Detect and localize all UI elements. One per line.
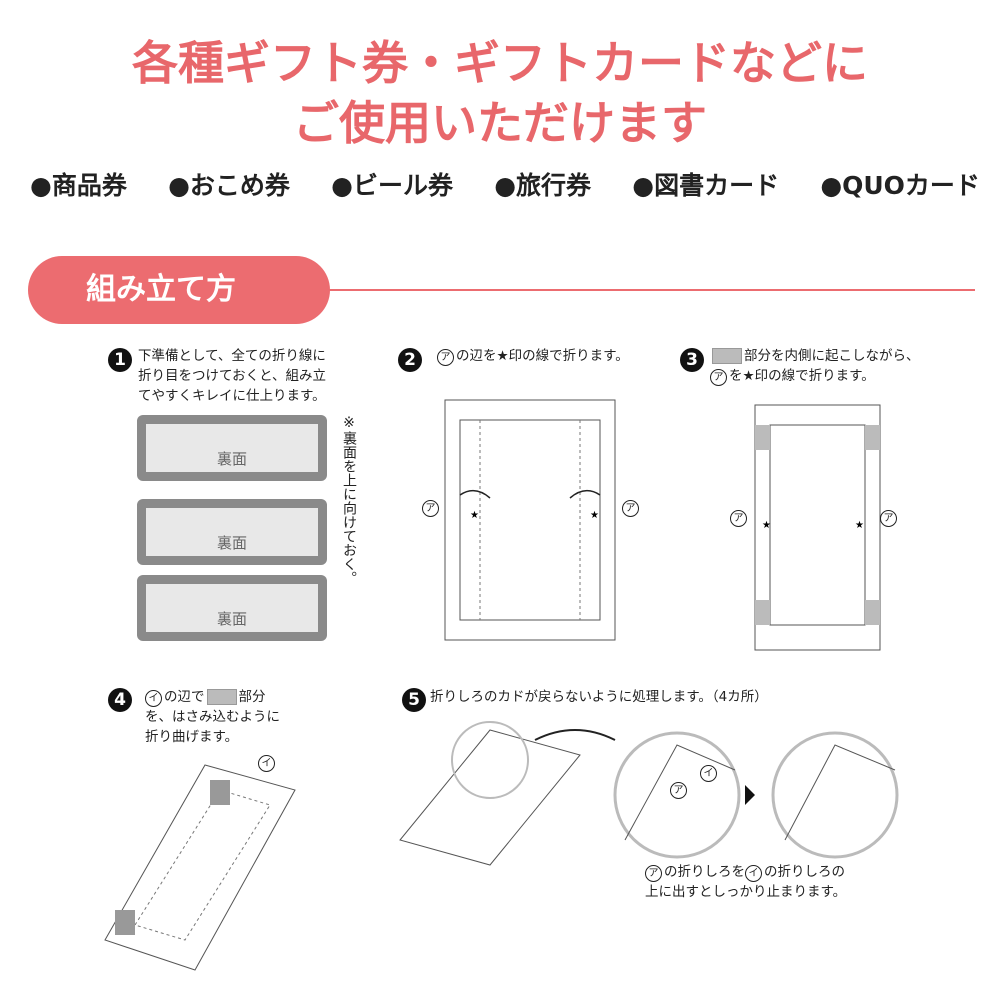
card-item: ●図書カード (632, 171, 780, 200)
step-3-text-a: 部分を内側に起こしながら、 (744, 348, 920, 364)
step-number-4: 4 (108, 688, 132, 712)
card-item: ●おこめ券 (168, 171, 290, 200)
gray-area-swatch (206, 689, 237, 705)
step-5-caption: アの折りしろをイの折りしろの 上に出すとしっかり止まります。 (645, 862, 846, 902)
gray-area-swatch (712, 348, 742, 364)
step-1-panel-b: 裏面 (137, 499, 327, 565)
step-2-text-body: の辺を★印の線で折ります。 (456, 348, 629, 364)
mark-i: イ (258, 755, 275, 772)
svg-text:★: ★ (762, 520, 771, 531)
mark-a: ア (670, 782, 687, 799)
step-1-text: 下準備として、全ての折り線に 折り目をつけておくと、組み立 てやすくキレイに仕上… (138, 348, 327, 404)
section-divider (320, 289, 975, 291)
mark-a: ア (880, 510, 897, 527)
mark-a: ア (422, 500, 439, 517)
caption-text-b: の折りしろの 上に出すとしっかり止まります。 (645, 864, 847, 900)
step-number-3: 3 (680, 348, 704, 372)
step-4-text-a: の辺で (164, 689, 205, 705)
step-number-2: 2 (398, 348, 422, 372)
headline-line2: ご使用いただけます (293, 96, 707, 150)
mark-a: ア (730, 510, 747, 527)
step-2-diagram: ★★ (444, 399, 616, 641)
mark-a: ア (437, 349, 454, 366)
panel-label: 裏面 (216, 534, 247, 552)
step-2-text: アの辺を★印の線で折ります。 (437, 346, 629, 366)
step-number-5: 5 (402, 688, 426, 712)
svg-text:★: ★ (855, 520, 864, 531)
step-3-text: 部分を内側に起こしながら、アを★印の線で折ります。 (710, 346, 920, 386)
card-item: ●商品券 (30, 171, 127, 200)
step-4-text-b: 部分 を、はさみ込むように 折り曲げます。 (145, 689, 280, 745)
panel-label: 裏面 (216, 450, 247, 468)
mark-i: イ (145, 690, 162, 707)
mark-a: ア (645, 865, 662, 882)
step-5-diagram (399, 721, 899, 866)
step-number-1: 1 (108, 348, 132, 372)
step-3-diagram: ★★ (754, 404, 881, 651)
caption-text-a: の折りしろを (664, 864, 745, 880)
card-item: ●旅行券 (494, 171, 592, 200)
step-4-text: イの辺で部分 を、はさみ込むように 折り曲げます。 (145, 687, 305, 747)
section-title: 組み立て方 (28, 256, 330, 324)
step-4-diagram (104, 764, 296, 971)
mark-a: ア (710, 369, 727, 386)
headline-line1: 各種ギフト券・ギフトカードなどに (132, 36, 868, 90)
svg-text:★: ★ (590, 510, 599, 521)
step-1-note: ※裏面を上に向けておく。 (341, 415, 357, 585)
mark-i: イ (700, 765, 717, 782)
mark-a: ア (622, 500, 639, 517)
step-1-panel-a: 裏面 (137, 415, 327, 481)
step-5-text: 折りしろのカドが戻らないように処理します。（4カ所） (430, 689, 768, 705)
card-item: ●QUOカード (820, 171, 980, 200)
card-list: ●商品券 ●おこめ券 ●ビール券 ●旅行券 ●図書カード ●QUOカード (30, 166, 980, 202)
step-3-text-b: を★印の線で折ります。 (729, 368, 875, 384)
card-item: ●ビール券 (331, 171, 453, 200)
step-1-panel-c: 裏面 (137, 575, 327, 641)
svg-text:★: ★ (470, 510, 479, 521)
panel-label: 裏面 (216, 610, 247, 628)
mark-i: イ (745, 865, 762, 882)
